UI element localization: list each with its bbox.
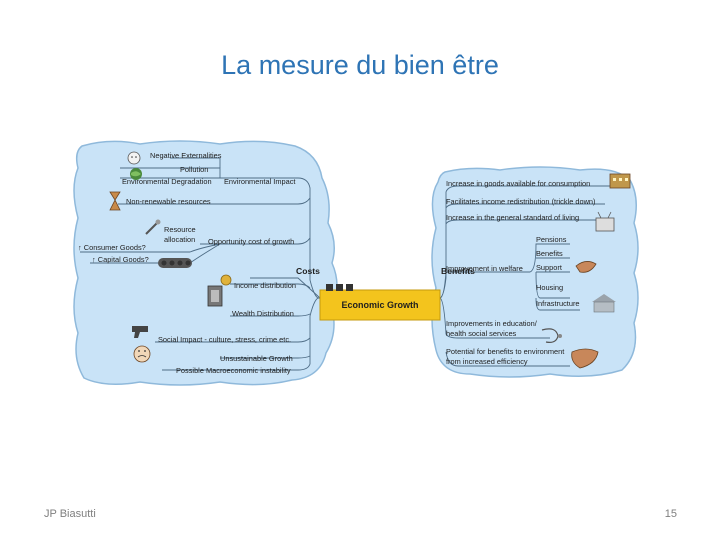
standard-of-living-label: Increase in the general standard of livi…	[446, 213, 579, 222]
capital-goods-label: ↑ Capital Goods?	[92, 255, 149, 264]
center-label: Economic Growth	[341, 300, 418, 310]
environmental-degradation-label: Environmental Degradation	[122, 177, 212, 186]
stressed-face-icon	[133, 345, 151, 363]
wealth-distribution-label: Wealth Distribution	[232, 309, 294, 318]
tank-icon	[158, 258, 192, 268]
resource-allocation-label-2: allocation	[164, 235, 195, 244]
housing-label: Housing	[536, 283, 563, 292]
environment-label-1: Potential for benefits to environment	[446, 347, 564, 356]
gun-icon	[132, 326, 148, 338]
resource-allocation-label-1: Resource	[164, 225, 196, 234]
environment-label-2: from increased efficiency	[446, 357, 528, 366]
page-number: 15	[664, 508, 677, 520]
pensions-label: Pensions	[536, 235, 567, 244]
macro-instability-label: Possible Macroeconomic instability	[176, 366, 291, 375]
coin-icon	[220, 274, 232, 286]
environmental-impact-label: Environmental Impact	[224, 177, 295, 186]
benefits-hub-label: Benefits	[441, 266, 475, 276]
non-renewable-label: Non-renewable resources	[126, 197, 211, 206]
negative-externalities-label: Negative Externalities	[150, 151, 222, 160]
costs-cloud	[73, 140, 338, 386]
landmark-icon	[592, 294, 616, 313]
money-icon	[207, 285, 223, 307]
globe-icon	[130, 168, 142, 180]
hand-icon	[571, 348, 599, 369]
opportunity-cost-label: Opportunity cost of growth	[208, 237, 294, 246]
infrastructure-label: Infrastructure	[536, 299, 580, 308]
footer-author: JP Biasutti	[44, 508, 96, 520]
economic-growth-node	[319, 289, 441, 321]
slide-title: La mesure du bien être	[221, 50, 499, 80]
education-label-2: health social services	[446, 329, 517, 338]
costs-hub-label: Costs	[296, 266, 320, 276]
support-label: Support	[536, 263, 562, 272]
tools-icon	[145, 219, 161, 235]
hourglass-icon	[109, 191, 121, 211]
income-distribution-label: Income distribution	[234, 281, 296, 290]
unsustainable-growth-label: Unsustainable Growth	[220, 354, 293, 363]
social-impact-label: Social Impact - culture, stress, crime e…	[158, 335, 291, 344]
stethoscope-icon	[541, 328, 562, 343]
goods-available-label: Increase in goods available for consumpt…	[446, 179, 590, 188]
face-icon	[127, 151, 141, 165]
income-redistribution-label: Facilitates income redistribution (trick…	[446, 197, 596, 206]
tv-icon	[595, 211, 615, 232]
welfare-label: Improvement in welfare	[446, 264, 523, 273]
education-label-1: Improvements in education/	[446, 319, 538, 328]
pollution-label: Pollution	[180, 165, 208, 174]
benefits-cloud	[431, 166, 639, 378]
center-node-icons	[326, 284, 353, 291]
economic-growth-mindmap: Economic Growth Costs Benefits Negative …	[73, 140, 639, 386]
benefits-item-label: Benefits	[536, 249, 563, 258]
handshake-icon	[575, 261, 597, 273]
consumer-goods-label: ↑ Consumer Goods?	[78, 243, 146, 252]
building-icon	[609, 173, 631, 189]
